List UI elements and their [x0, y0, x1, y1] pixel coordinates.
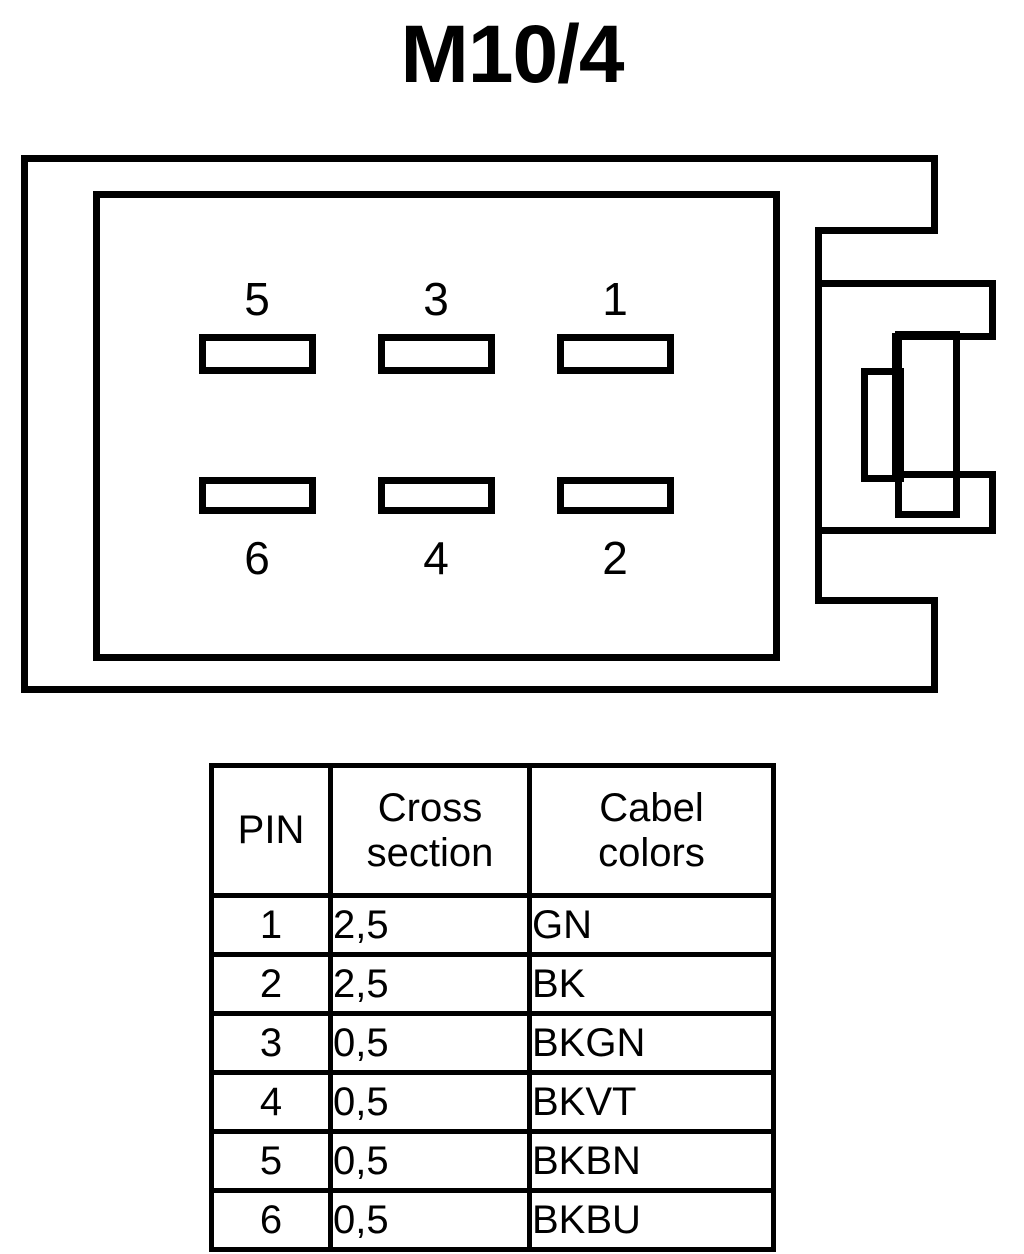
latch-tab-inner: [861, 368, 904, 482]
page-title: M10/4: [400, 9, 625, 100]
cell-cable-color: BKBN: [527, 1129, 776, 1193]
pin-label-1: 1: [602, 273, 628, 325]
cell-pin: 1: [209, 893, 333, 957]
table-row: 6 0,5 BKBU: [209, 1188, 776, 1252]
table-row: 2 2,5 BK: [209, 952, 776, 1016]
pin-label-6: 6: [244, 532, 270, 584]
cell-cross-section: 0,5: [328, 1188, 532, 1252]
cell-cable-color: BK: [527, 952, 776, 1016]
cell-cross-section: 0,5: [328, 1129, 532, 1193]
cell-cross-section: 0,5: [328, 1011, 532, 1075]
table-row: 3 0,5 BKGN: [209, 1011, 776, 1075]
connector-inner-cavity: [93, 191, 780, 661]
header-cross-section: Cross section: [328, 763, 532, 898]
cell-pin: 5: [209, 1129, 333, 1193]
cell-cable-color: BKBU: [527, 1188, 776, 1252]
cell-cable-color: BKVT: [527, 1070, 776, 1134]
header-pin: PIN: [209, 763, 333, 898]
cell-cable-color: BKGN: [527, 1011, 776, 1075]
cell-cross-section: 2,5: [328, 952, 532, 1016]
pinout-table-container: PIN Cross section Cabel colors 1 2,5: [209, 763, 776, 1252]
pin-label-2: 2: [602, 532, 628, 584]
cell-pin: 2: [209, 952, 333, 1016]
cell-pin: 3: [209, 1011, 333, 1075]
latch-tab-outer: [895, 331, 960, 518]
header-pin-text: PIN: [237, 808, 305, 853]
table-row: 4 0,5 BKVT: [209, 1070, 776, 1134]
cell-pin: 4: [209, 1070, 333, 1134]
pin-slot-4[interactable]: [378, 477, 495, 514]
pin-slot-3[interactable]: [378, 334, 495, 374]
pinout-table: PIN Cross section Cabel colors 1 2,5: [209, 763, 776, 1252]
connector-latch-frame: [815, 280, 996, 534]
cell-cross-section: 2,5: [328, 893, 532, 957]
header-color-line1: Cabel: [599, 785, 704, 830]
cell-cross-section: 0,5: [328, 1070, 532, 1134]
table-body: 1 2,5 GN 2 2,5 BK 3 0,5 BKGN 4 0,5 B: [209, 893, 776, 1252]
pin-label-3: 3: [423, 273, 449, 325]
cell-pin: 6: [209, 1188, 333, 1252]
table-row: 5 0,5 BKBN: [209, 1129, 776, 1193]
header-color-line2: colors: [598, 830, 705, 875]
cell-cable-color: GN: [527, 893, 776, 957]
pin-label-5: 5: [244, 273, 270, 325]
pin-label-4: 4: [423, 532, 449, 584]
pin-slot-1[interactable]: [557, 334, 674, 374]
header-cross-line2: section: [366, 830, 494, 875]
connector-outer-housing: [21, 155, 938, 693]
header-cable-colors: Cabel colors: [527, 763, 776, 898]
pin-slot-5[interactable]: [199, 334, 316, 374]
connector-diagram: 5 3 1 6 4 2: [0, 140, 1024, 710]
pin-slot-2[interactable]: [557, 477, 674, 514]
pin-slot-6[interactable]: [199, 477, 316, 514]
table-row: 1 2,5 GN: [209, 893, 776, 957]
header-cross-line1: Cross: [377, 785, 483, 830]
connector-svg: 5 3 1 6 4 2: [21, 155, 996, 693]
table-header-row: PIN Cross section Cabel colors: [209, 763, 776, 898]
